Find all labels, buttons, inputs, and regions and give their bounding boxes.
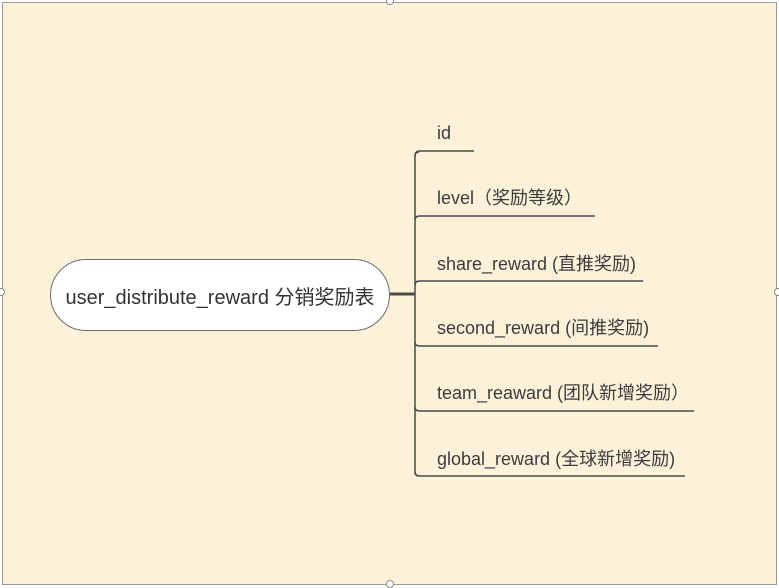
- branch-underline-level: [414, 215, 595, 221]
- child-topic-global-reward[interactable]: global_reward (全球新增奖励): [437, 449, 676, 469]
- root-topic-label: user_distribute_reward 分销奖励表: [65, 286, 375, 309]
- resize-handle-left[interactable]: [0, 288, 5, 296]
- child-topic-second-reward[interactable]: second_reward (间推奖励): [437, 318, 650, 338]
- branch-underline-team: [414, 406, 694, 412]
- branch-underline-share: [414, 280, 643, 286]
- child-topic-id[interactable]: id: [437, 123, 452, 143]
- resize-handle-top[interactable]: [386, 0, 394, 5]
- child-topic-share-reward[interactable]: share_reward (直推奖励): [437, 254, 637, 274]
- branch-trunk: [414, 151, 420, 477]
- root-topic-node[interactable]: user_distribute_reward 分销奖励表: [50, 259, 390, 331]
- branch-underline-id: [414, 150, 474, 157]
- child-topic-team-reward[interactable]: team_reaward (团队新增奖励）: [437, 383, 690, 403]
- branch-underline-global: [414, 471, 685, 477]
- branch-underline-second: [414, 341, 658, 347]
- resize-handle-right[interactable]: [774, 288, 779, 296]
- child-topic-level[interactable]: level（奖励等级）: [437, 188, 583, 208]
